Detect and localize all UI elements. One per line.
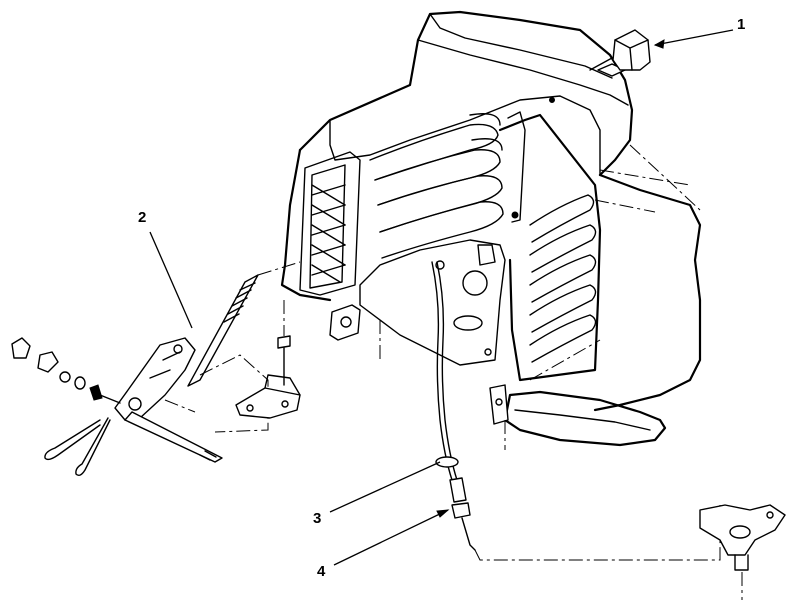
hood-housing — [280, 10, 702, 447]
callout-leaders — [149, 29, 734, 566]
alignment-lines — [379, 144, 701, 450]
leader-2 — [149, 231, 193, 329]
knob-cap-part — [589, 29, 651, 71]
callout-3: 3 — [313, 510, 322, 527]
mounting-plate — [235, 300, 301, 419]
pivot-bracket — [699, 504, 786, 600]
callout-2: 2 — [138, 209, 147, 226]
control-cable — [431, 261, 721, 561]
leader-4 — [333, 509, 449, 566]
callout-4: 4 — [317, 563, 326, 580]
callout-1: 1 — [737, 16, 746, 33]
leader-3 — [329, 461, 441, 513]
leader-1 — [654, 29, 734, 46]
linkage-assembly — [11, 261, 301, 477]
